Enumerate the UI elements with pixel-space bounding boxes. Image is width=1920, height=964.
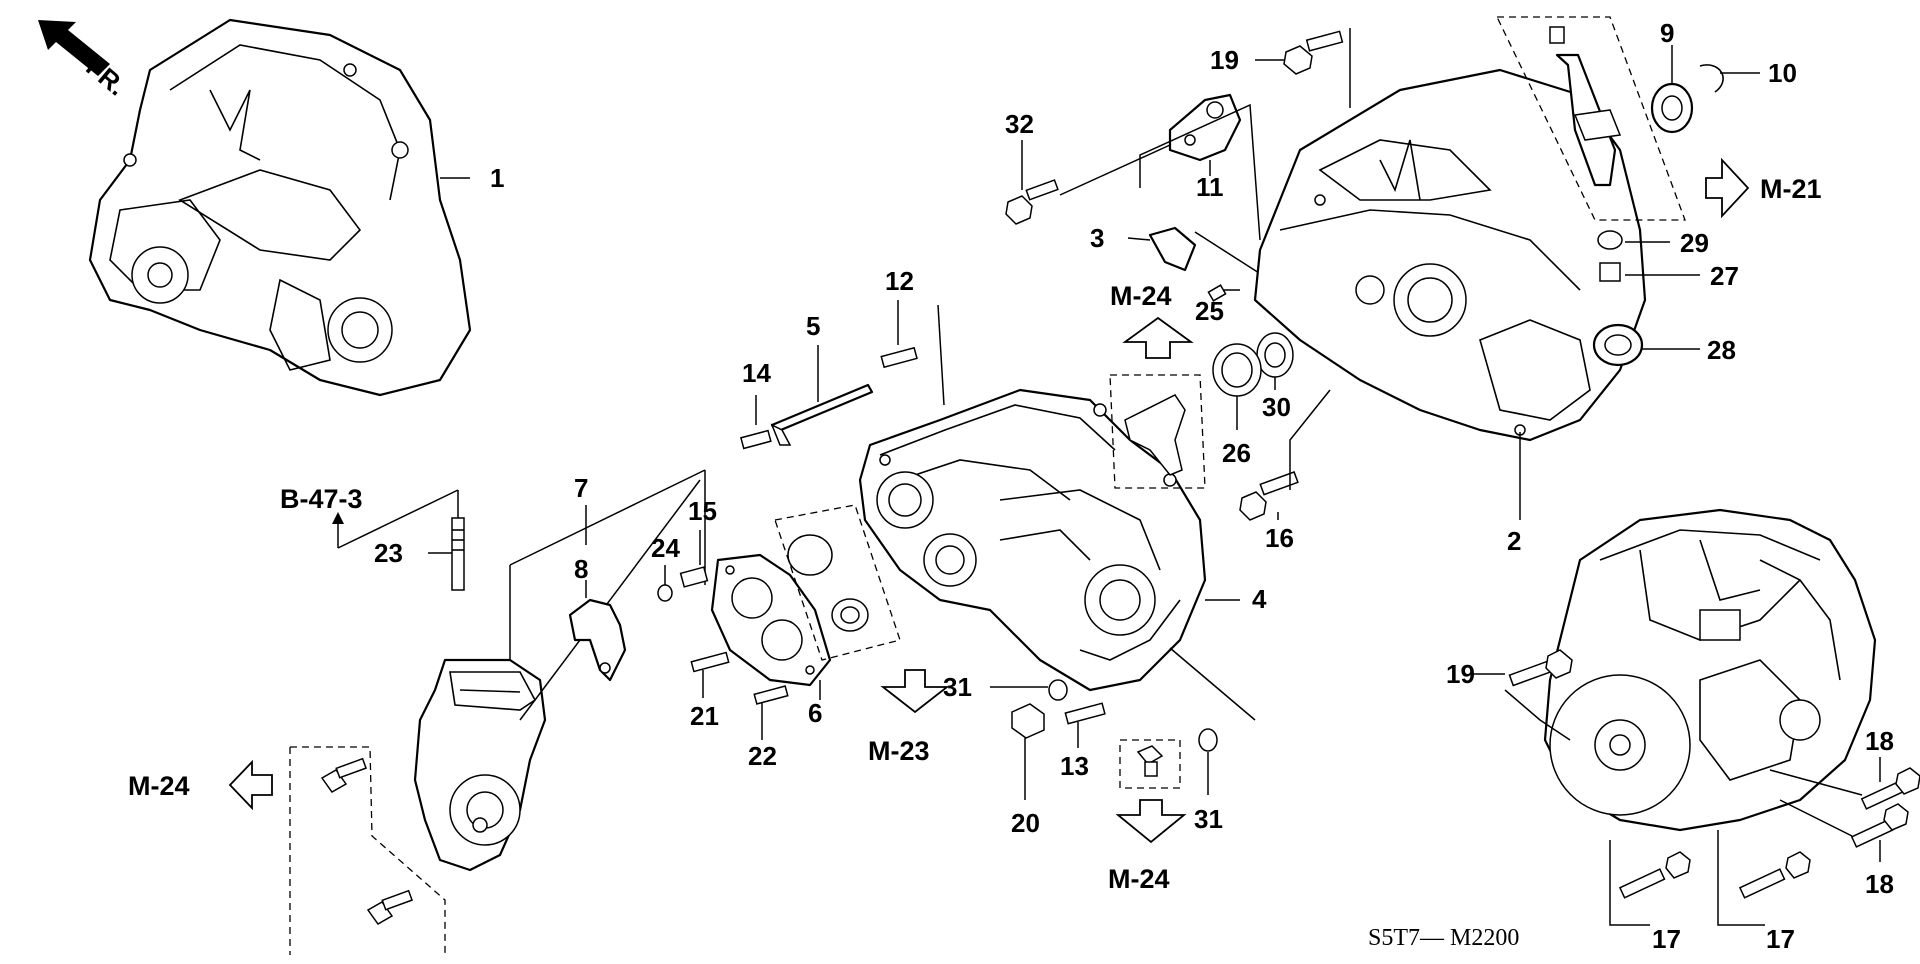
clutch-housing — [1253, 68, 1647, 520]
part-25-dowel-pin — [1207, 284, 1240, 302]
part-32-bolt — [1005, 140, 1059, 225]
part-3-magnet — [1127, 226, 1271, 281]
part-13-bolt — [1064, 702, 1106, 748]
reference-m24-left: M-24 — [128, 771, 190, 801]
shift-lever-housing — [413, 469, 706, 872]
part-19-bolt-lower — [1470, 649, 1573, 741]
callout-13: 13 — [1060, 751, 1089, 781]
callout-26: 26 — [1222, 438, 1251, 468]
callout-6: 6 — [808, 698, 822, 728]
part-22-bolt — [753, 685, 789, 740]
callout-7: 7 — [574, 473, 588, 503]
bolt-box-bottom — [1119, 739, 1181, 789]
part-20-drain-plug — [1011, 703, 1045, 800]
callout-3: 3 — [1090, 223, 1104, 253]
reference-m24-bottom-arrow — [1115, 799, 1187, 844]
reference-b47-3: B-47-3 — [280, 484, 363, 514]
part-30-bearing — [1256, 332, 1294, 390]
callout-27: 27 — [1710, 261, 1739, 291]
reference-m24-top-arrow — [1122, 316, 1194, 359]
shift-fork-box — [1495, 16, 1686, 221]
callout-18-upper: 18 — [1865, 726, 1894, 756]
callout-11: 11 — [1196, 172, 1224, 202]
callout-20: 20 — [1011, 808, 1040, 838]
part-16-bolt — [1239, 389, 1331, 521]
part-5-shift-rod — [770, 345, 874, 446]
part-12-bolt — [880, 300, 945, 406]
part-7-8-bracket — [568, 505, 627, 682]
callout-1: 1 — [490, 163, 504, 193]
callout-24: 24 — [651, 533, 680, 563]
callout-22: 22 — [748, 741, 777, 771]
callout-19-upper: 19 — [1210, 45, 1239, 75]
transmission-housing-assembly — [88, 18, 472, 397]
callout-4: 4 — [1252, 584, 1267, 614]
part-11-bracket — [1059, 28, 1351, 241]
part-18-bolt-lower — [1779, 799, 1909, 862]
callout-29: 29 — [1680, 228, 1709, 258]
callout-30: 30 — [1262, 392, 1291, 422]
callout-31-upper: 31 — [943, 672, 972, 702]
callout-19-lower: 19 — [1446, 659, 1475, 689]
part-23-stud-pin — [428, 517, 465, 591]
bolt-left-upper — [320, 757, 367, 793]
plate-box — [1109, 374, 1206, 489]
reference-m24-bottom: M-24 — [1108, 864, 1170, 894]
transmission-case — [858, 388, 1256, 721]
reference-m23-arrow — [880, 669, 950, 714]
part-29-plug — [1597, 230, 1670, 250]
callout-16: 16 — [1265, 523, 1294, 553]
bolt-box-left — [289, 746, 446, 955]
callout-32: 32 — [1005, 109, 1034, 139]
callout-5: 5 — [806, 311, 820, 341]
callout-28: 28 — [1707, 335, 1736, 365]
callout-17-right: 17 — [1766, 924, 1795, 954]
part-10-snap-ring — [1699, 64, 1760, 93]
part-31-washer-upper — [990, 679, 1068, 701]
engine-transmission-assembly — [1543, 508, 1877, 832]
part-17-bolt-right — [1717, 830, 1811, 926]
front-direction-arrow: FR. — [38, 20, 132, 101]
diagram-code: S5T7— M2200 — [1368, 925, 1519, 951]
callout-17-left: 17 — [1652, 924, 1681, 954]
callout-2: 2 — [1507, 526, 1521, 556]
bolt-left-lower — [366, 889, 413, 925]
callout-9: 9 — [1660, 18, 1674, 48]
reference-m24-top: M-24 — [1110, 281, 1172, 311]
part-19-bolt-upper — [1255, 30, 1344, 75]
seal-kit-box — [774, 504, 901, 661]
part-17-bolt-left — [1609, 840, 1691, 926]
reference-m21: M-21 — [1760, 174, 1822, 204]
reference-m23: M-23 — [868, 736, 930, 766]
part-24-washer — [657, 565, 673, 602]
part-15-bolt — [679, 530, 709, 588]
callout-21: 21 — [690, 701, 719, 731]
part-27-collar — [1599, 262, 1700, 282]
part-28-oil-seal — [1592, 323, 1700, 367]
part-14-bolt — [740, 395, 772, 450]
callout-31-lower: 31 — [1194, 804, 1223, 834]
reference-m24-left-arrow — [228, 759, 273, 811]
callout-15: 15 — [688, 496, 717, 526]
part-26-needle-bearing — [1212, 343, 1262, 430]
part-18-bolt-upper — [1769, 757, 1920, 810]
callout-10: 10 — [1768, 58, 1797, 88]
callout-14: 14 — [742, 358, 771, 388]
callout-8: 8 — [574, 554, 588, 584]
callout-18-lower: 18 — [1865, 869, 1894, 899]
part-21-bolt — [690, 651, 730, 698]
part-31-washer-lower — [1198, 728, 1218, 795]
part-6-cover-plate — [710, 553, 832, 700]
callout-25: 25 — [1195, 296, 1224, 326]
reference-m21-arrow — [1705, 157, 1750, 219]
part-9-shift-collar — [1650, 45, 1694, 134]
callout-12: 12 — [885, 266, 914, 296]
callout-23: 23 — [374, 538, 403, 568]
